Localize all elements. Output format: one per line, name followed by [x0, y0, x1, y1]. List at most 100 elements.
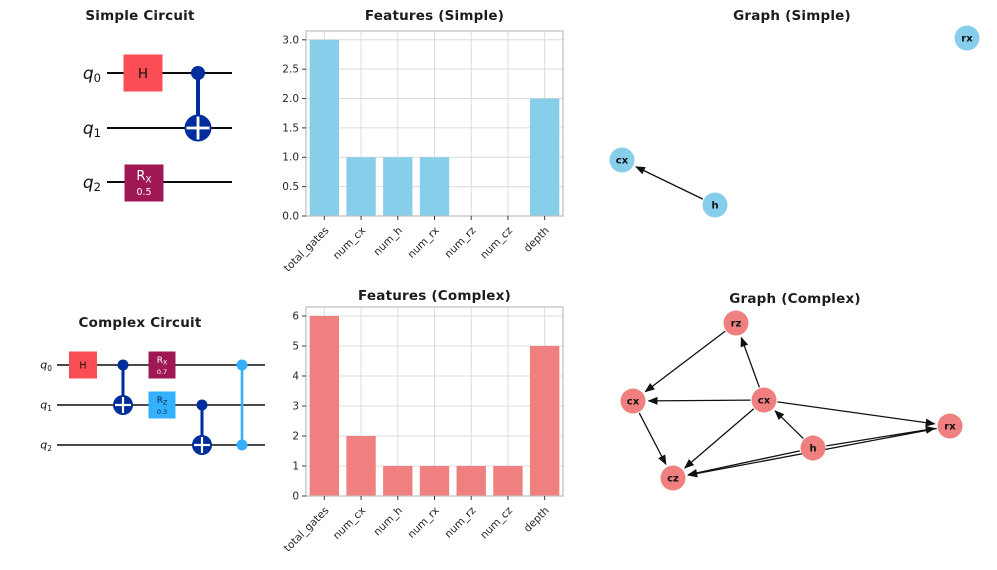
graph-edge-h-cx0	[774, 410, 804, 440]
y-tick-label: 2.5	[282, 64, 299, 76]
x-tick-label: num_h	[371, 225, 405, 259]
x-tick-label: depth	[522, 505, 552, 535]
y-tick-label: 6	[292, 310, 299, 322]
gate-box-rx	[124, 164, 164, 202]
x-tick-label: num_rz	[443, 504, 479, 540]
cz-control-dot	[236, 359, 248, 371]
x-tick-label: total_gates	[282, 505, 332, 555]
y-tick-label: 3	[292, 400, 299, 412]
graph-node-rx	[937, 413, 963, 439]
graph-node-cx1	[620, 388, 646, 414]
y-tick-label: 1.0	[282, 152, 299, 164]
cnot-control-dot	[196, 399, 208, 411]
graph-complex-title: Graph (Complex)	[729, 291, 861, 307]
graph-node-rx	[954, 25, 980, 51]
gate-label: RX	[157, 356, 168, 367]
complex-circuit-title: Complex Circuit	[78, 315, 202, 331]
y-tick-label: 2.0	[282, 93, 299, 105]
graph-node-label: cx	[758, 395, 771, 406]
graph-node-label: cz	[667, 473, 679, 484]
graph-node-label: h	[809, 443, 816, 454]
qubit-label: q1	[40, 399, 52, 413]
graph-edge-cx0-cx1	[647, 396, 751, 405]
qubit-label: q2	[83, 173, 101, 194]
y-tick-label: 1.5	[282, 122, 299, 134]
bar-num_rz	[456, 466, 486, 496]
bar-depth	[529, 98, 560, 216]
gate-label: RZ	[157, 396, 168, 407]
graph-node-label: cx	[627, 396, 640, 407]
graph-edge-cx1-cz	[638, 412, 667, 466]
cnot-control-dot	[191, 66, 205, 80]
y-tick-label: 3.0	[282, 34, 299, 46]
bar-num_rx	[419, 157, 450, 216]
gate-box-h	[69, 351, 97, 379]
gate-box-h	[123, 54, 163, 92]
gate-param: 0.5	[136, 187, 151, 198]
graph-node-label: h	[711, 200, 718, 211]
panel-graph-simple: Graph (Simple) rx cx h	[600, 0, 997, 285]
x-tick-label: num_rx	[406, 505, 442, 541]
x-tick-label: total_gates	[282, 225, 332, 275]
graph-simple-title: Graph (Simple)	[733, 8, 851, 24]
bar-depth	[529, 346, 560, 496]
graph-node-rz	[723, 310, 749, 336]
features-simple-title: Features (Simple)	[364, 8, 505, 24]
bar-num_cx	[346, 157, 376, 216]
graph-edge-h-cz	[687, 450, 800, 477]
graph-node-label: rx	[961, 33, 973, 44]
x-tick-label: num_rx	[406, 225, 442, 261]
x-tick-label: num_cx	[331, 225, 368, 262]
graph-node-label: cx	[616, 155, 629, 166]
bar-total_gates	[309, 39, 340, 216]
gate-param: 0.3	[157, 408, 167, 416]
bar-num_h	[383, 157, 413, 216]
graph-edge-cx0-cz	[684, 408, 755, 469]
gate-label: H	[138, 66, 148, 82]
y-tick-label: 0	[292, 490, 299, 502]
qubit-label: q2	[40, 439, 52, 453]
bar-num_cz	[493, 466, 523, 496]
graph-node-cz	[660, 465, 686, 491]
graph-simple-diagram: rx cx h	[609, 25, 980, 218]
gate-param: 0.7	[157, 368, 167, 376]
graph-node-label: rz	[731, 318, 742, 329]
bar-total_gates	[309, 316, 340, 496]
cnot-control-dot	[117, 359, 129, 371]
gate-label: H	[79, 360, 86, 371]
cz-control-dot	[236, 439, 248, 451]
y-tick-label: 1	[292, 460, 299, 472]
x-tick-label: num_rz	[443, 224, 479, 260]
graph-edge-h-rx	[826, 425, 936, 447]
graph-edge-rz-cx1	[644, 330, 726, 393]
graph-node-cx0	[751, 387, 777, 413]
y-tick-label: 0.5	[282, 181, 299, 193]
y-tick-label: 4	[292, 370, 299, 382]
y-tick-label: 5	[292, 340, 299, 352]
x-tick-label: num_cz	[478, 224, 515, 261]
features-complex-title: Features (Complex)	[358, 288, 511, 304]
gate-box-rz	[148, 391, 176, 419]
bar-num_h	[383, 466, 413, 496]
x-tick-label: num_cz	[478, 504, 515, 541]
graph-edge-cx0-rx	[777, 401, 936, 427]
x-tick-label: num_h	[371, 505, 405, 539]
graph-node-h	[800, 435, 826, 461]
qubit-label: q1	[83, 119, 101, 140]
graph-node-h	[702, 192, 728, 218]
bar-num_cx	[346, 436, 376, 496]
gate-label: RX	[136, 169, 151, 185]
gate-box-rx	[148, 351, 176, 379]
graph-edge-cx0-rz	[740, 336, 760, 388]
x-tick-label: depth	[522, 225, 552, 255]
